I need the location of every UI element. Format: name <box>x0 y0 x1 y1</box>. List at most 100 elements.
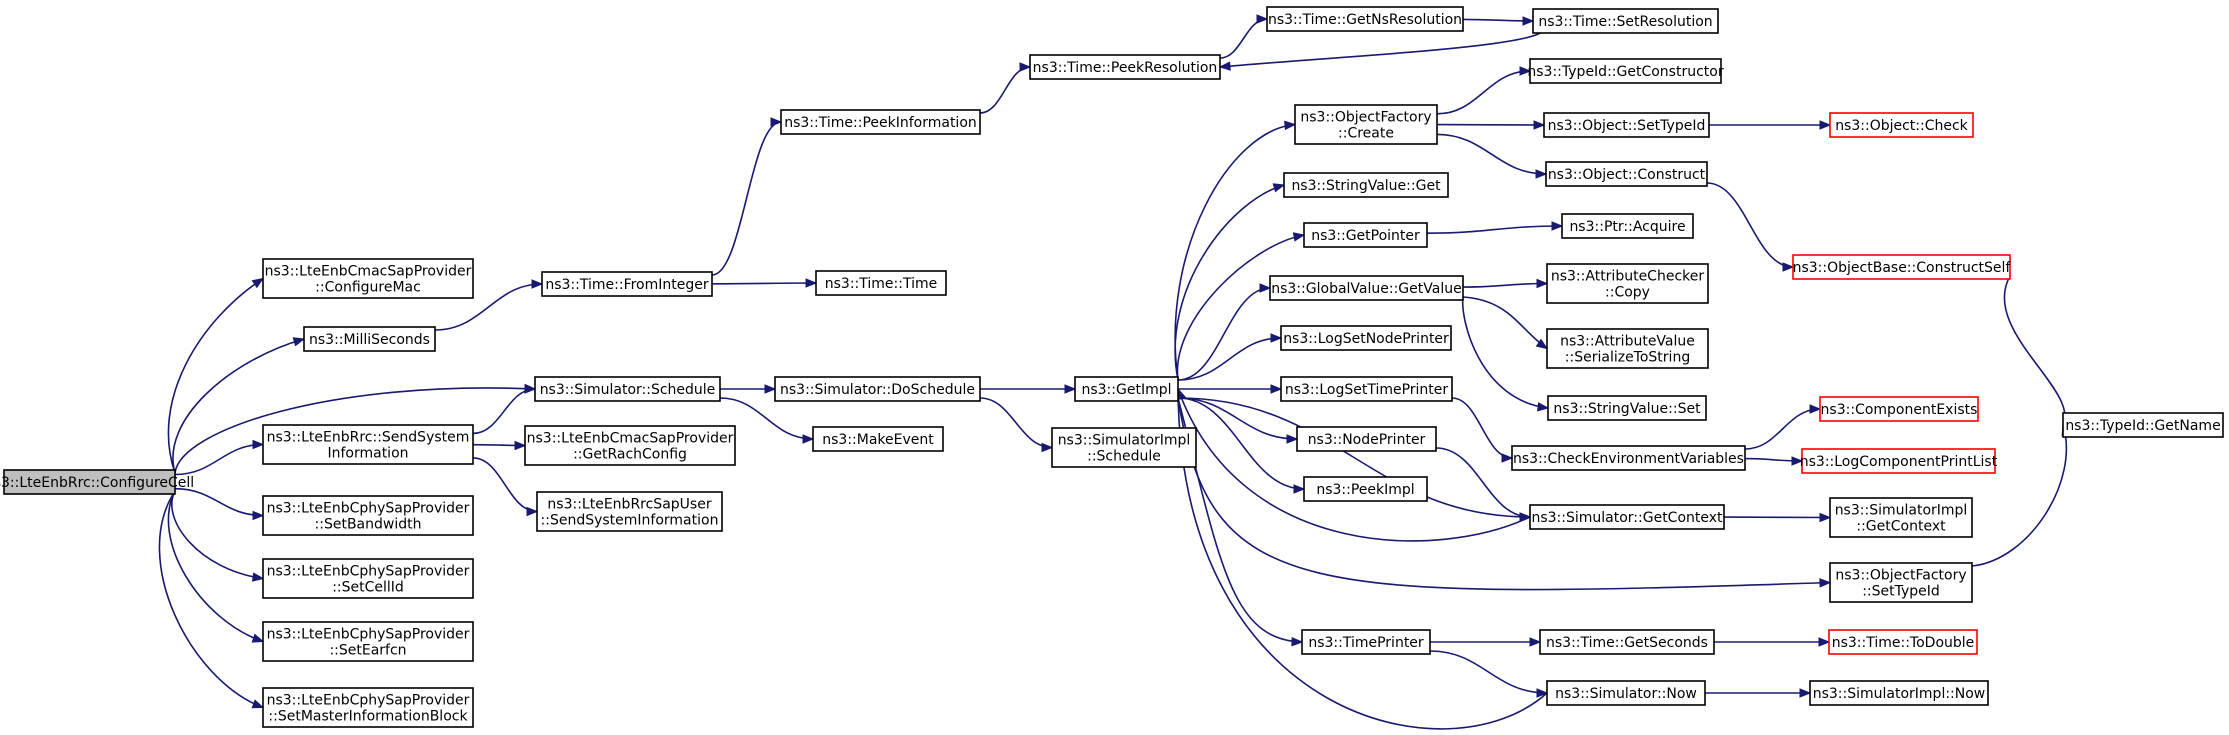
edge-get_impl-to-object-factory-create <box>1174 120 1297 381</box>
node-send-system-information[interactable]: ns3::LteEnbRrc::SendSystemInformation <box>262 424 474 465</box>
nodes-layer: ns3::LteEnbRrc::ConfigureCellns3::LteEnb… <box>0 6 2224 728</box>
edge-object_construct-to-object-base-construct-self <box>1706 182 1795 272</box>
node-attribute-value-serialize[interactable]: ns3::AttributeValue::SerializeToString <box>1546 328 1709 369</box>
edge-get_impl-to-string-value-get <box>1174 183 1286 381</box>
node-get-pointer[interactable]: ns3::GetPointer <box>1303 222 1428 248</box>
edge-get_impl-to-simulator-get-context <box>1177 397 1532 522</box>
node-rrc-sap-user-send-si[interactable]: ns3::LteEnbRrcSapUser::SendSystemInforma… <box>536 491 723 532</box>
node-cmac-get-rach-config[interactable]: ns3::LteEnbCmacSapProvider::GetRachConfi… <box>524 425 736 466</box>
node-cphy-set-earfcn[interactable]: ns3::LteEnbCphySapProvider::SetEarfcn <box>262 621 474 662</box>
node-log-set-time-printer[interactable]: ns3::LogSetTimePrinter <box>1280 376 1453 402</box>
node-label: ns3::Time::GetSeconds <box>1546 635 1708 651</box>
edge-configure_cell-to-send-system-information <box>174 439 265 476</box>
edge-get_impl-to-get-pointer <box>1176 232 1306 381</box>
node-label: ns3::Time::ToDouble <box>1832 635 1975 651</box>
node-cphy-set-cell-id[interactable]: ns3::LteEnbCphySapProvider::SetCellId <box>262 558 474 599</box>
node-label: ns3::Time::Time <box>825 276 937 292</box>
node-simulator-impl-get-context[interactable]: ns3::SimulatorImpl::GetContext <box>1829 497 1973 538</box>
edge-get_pointer-to-ptr-acquire <box>1426 221 1564 234</box>
edge-simulator_schedule-to-simulator-do-schedule <box>720 384 777 394</box>
node-ptr-acquire[interactable]: ns3::Ptr::Acquire <box>1561 213 1694 239</box>
edge-simulator_get_context-to-simulator-impl-get-context <box>1723 512 1832 523</box>
node-milli-seconds[interactable]: ns3::MilliSeconds <box>303 326 436 352</box>
node-label: ::SetMasterInformationBlock <box>268 709 468 725</box>
edge-object_factory_create-to-object-construct <box>1436 133 1548 179</box>
node-cphy-set-bandwidth[interactable]: ns3::LteEnbCphySapProvider::SetBandwidth <box>262 495 474 536</box>
node-simulator-schedule[interactable]: ns3::Simulator::Schedule <box>534 376 721 402</box>
node-object-factory-set-type-id[interactable]: ns3::ObjectFactory::SetTypeId <box>1829 562 1973 603</box>
node-label: ns3::SimulatorImpl <box>1835 503 1968 519</box>
node-simulator-impl-now[interactable]: ns3::SimulatorImpl::Now <box>1809 680 1989 706</box>
edge-object_factory_create-to-object-set-type-id <box>1436 120 1546 130</box>
node-label: ns3::ComponentExists <box>1821 402 1978 418</box>
node-label: ns3::LteEnbCmacSapProvider <box>265 264 472 280</box>
node-type-id-get-constructor[interactable]: ns3::TypeId::GetConstructor <box>1527 58 1724 84</box>
node-simulator-now[interactable]: ns3::Simulator::Now <box>1546 680 1706 706</box>
edge-send_system_information-to-cmac-get-rach-config <box>472 440 527 451</box>
node-time-time[interactable]: ns3::Time::Time <box>815 270 947 296</box>
edge-configure_cell-to-cphy-set-earfcn <box>167 490 265 643</box>
node-object-construct[interactable]: ns3::Object::Construct <box>1545 161 1708 187</box>
edge-object_factory_set_type_id-to-type-id-get-name <box>1971 423 2071 567</box>
node-label: ns3::MakeEvent <box>822 432 934 448</box>
edge-configure_cell-to-cmac-configure-mac <box>167 277 265 474</box>
node-label: ns3::Ptr::Acquire <box>1569 219 1685 235</box>
node-component-exists[interactable]: ns3::ComponentExists <box>1819 396 1979 422</box>
node-label: ns3::LteEnbCphySapProvider <box>267 564 470 580</box>
node-cmac-configure-mac[interactable]: ns3::LteEnbCmacSapProvider::ConfigureMac <box>262 258 474 299</box>
node-configure-cell[interactable]: ns3::LteEnbRrc::ConfigureCell <box>0 469 194 495</box>
node-label: ns3::Time::PeekResolution <box>1033 60 1218 76</box>
edge-get_impl-to-object-factory-set-type-id <box>1177 397 1832 591</box>
node-string-value-set[interactable]: ns3::StringValue::Set <box>1547 395 1707 421</box>
node-peek-impl[interactable]: ns3::PeekImpl <box>1303 476 1428 502</box>
node-time-get-seconds[interactable]: ns3::Time::GetSeconds <box>1539 629 1715 655</box>
node-time-peek-information[interactable]: ns3::Time::PeekInformation <box>780 109 981 135</box>
node-label: ns3::Object::SetTypeId <box>1548 118 1706 134</box>
node-check-environment-variables[interactable]: ns3::CheckEnvironmentVariables <box>1511 445 1746 471</box>
node-time-printer[interactable]: ns3::TimePrinter <box>1301 629 1431 655</box>
node-cphy-set-mib[interactable]: ns3::LteEnbCphySapProvider::SetMasterInf… <box>262 687 474 728</box>
node-time-get-ns-resolution[interactable]: ns3::Time::GetNsResolution <box>1266 6 1464 32</box>
edge-simulator_do_schedule-to-simulator-impl-schedule <box>979 397 1054 453</box>
node-log-set-node-printer[interactable]: ns3::LogSetNodePrinter <box>1280 325 1452 351</box>
node-label: ns3::LteEnbRrc::SendSystem <box>267 430 470 446</box>
node-object-factory-create[interactable]: ns3::ObjectFactory::Create <box>1294 104 1438 145</box>
node-label: ::SetTypeId <box>1862 584 1940 600</box>
node-time-to-double[interactable]: ns3::Time::ToDouble <box>1828 629 1978 655</box>
edge-get_impl-to-log-set-time-printer <box>1178 384 1283 394</box>
node-label: ns3::LteEnbCphySapProvider <box>267 627 470 643</box>
node-label: ns3::TimePrinter <box>1308 635 1424 651</box>
node-log-component-print-list[interactable]: ns3::LogComponentPrintList <box>1800 448 1998 474</box>
node-simulator-impl-schedule[interactable]: ns3::SimulatorImpl::Schedule <box>1051 427 1197 468</box>
node-label: ns3::Time::FromInteger <box>545 277 708 293</box>
node-node-printer[interactable]: ns3::NodePrinter <box>1296 426 1437 452</box>
node-time-peek-resolution[interactable]: ns3::Time::PeekResolution <box>1029 54 1221 80</box>
node-global-value-get-value[interactable]: ns3::GlobalValue::GetValue <box>1269 275 1464 301</box>
node-label: ns3::LteEnbCmacSapProvider <box>527 431 734 447</box>
node-simulator-get-context[interactable]: ns3::Simulator::GetContext <box>1529 504 1725 530</box>
node-label: ns3::AttributeChecker <box>1551 269 1705 285</box>
node-time-set-resolution[interactable]: ns3::Time::SetResolution <box>1532 8 1719 34</box>
node-label: ::SendSystemInformation <box>541 513 719 529</box>
node-label: Information <box>327 446 408 462</box>
node-attribute-checker-copy[interactable]: ns3::AttributeChecker::Copy <box>1546 263 1709 304</box>
edge-time_printer-to-time-get-seconds <box>1430 637 1542 647</box>
edge-get_impl-to-global-value-get-value <box>1177 283 1272 381</box>
node-simulator-do-schedule[interactable]: ns3::Simulator::DoSchedule <box>774 376 981 402</box>
edge-log_set_time_printer-to-check-environment-variables <box>1451 397 1514 463</box>
node-label: ::Copy <box>1605 285 1650 301</box>
node-get-impl[interactable]: ns3::GetImpl <box>1074 376 1179 402</box>
node-type-id-get-name[interactable]: ns3::TypeId::GetName <box>2062 412 2224 438</box>
edge-simulator_get_context-to-get-impl <box>1177 387 1531 542</box>
node-label: ns3::TypeId::GetConstructor <box>1527 64 1723 80</box>
node-label: ::SerializeToString <box>1565 350 1690 366</box>
node-object-check[interactable]: ns3::Object::Check <box>1829 112 1974 138</box>
edge-check_environment_variables-to-component-exists <box>1744 404 1822 450</box>
node-time-from-integer[interactable]: ns3::Time::FromInteger <box>541 271 713 297</box>
node-make-event[interactable]: ns3::MakeEvent <box>812 426 944 452</box>
node-object-base-construct-self[interactable]: ns3::ObjectBase::ConstructSelf <box>1792 254 2012 280</box>
node-label: ns3::GetImpl <box>1081 382 1171 398</box>
node-string-value-get[interactable]: ns3::StringValue::Get <box>1283 172 1449 198</box>
node-object-set-type-id[interactable]: ns3::Object::SetTypeId <box>1543 112 1710 138</box>
